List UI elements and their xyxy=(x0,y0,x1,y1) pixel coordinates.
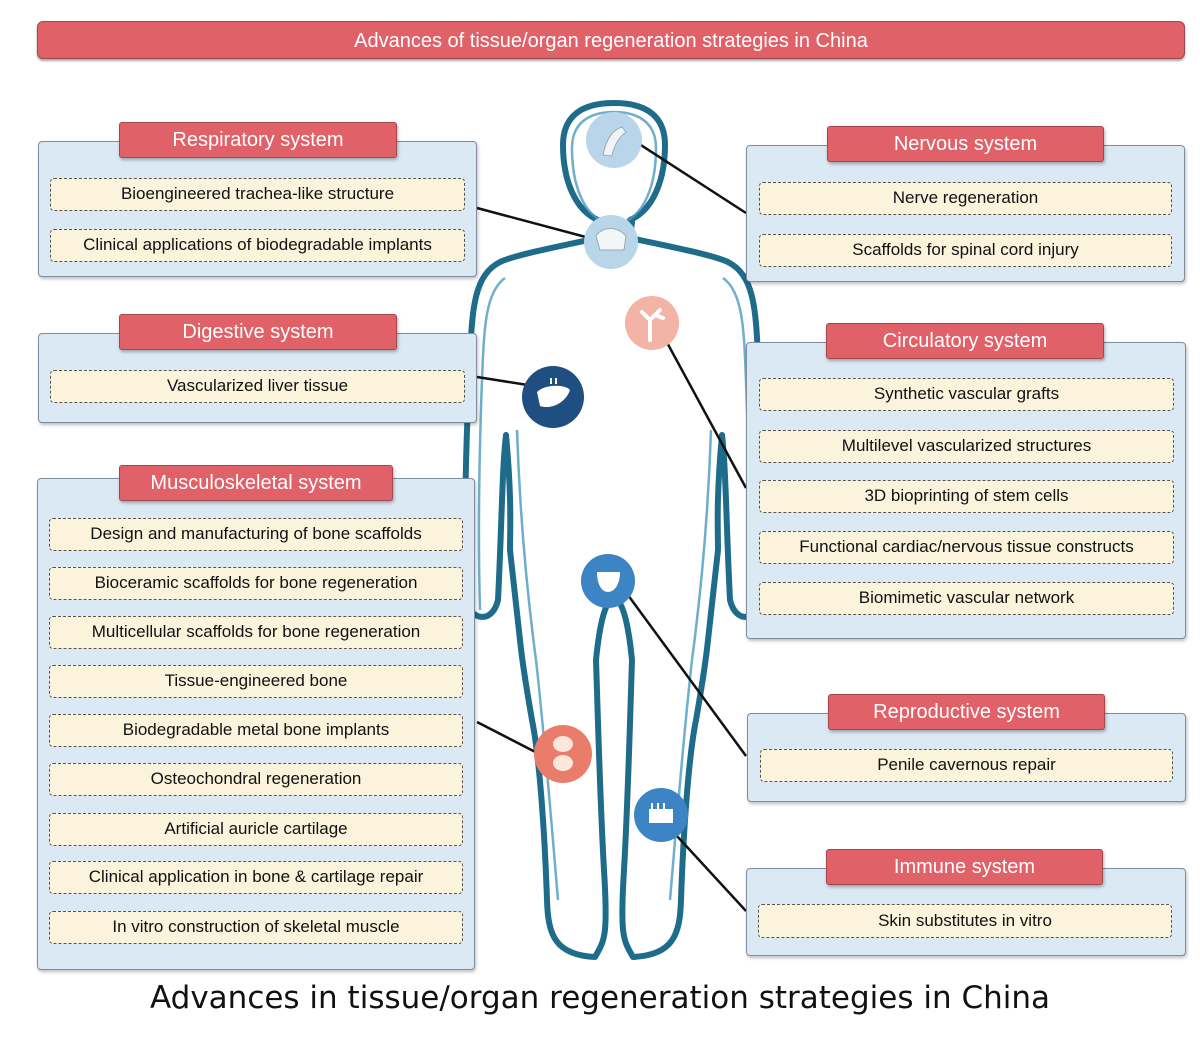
liver-icon xyxy=(522,366,584,428)
musculoskeletal-item: Artificial auricle cartilage xyxy=(49,813,463,846)
reproductive-header: Reproductive system xyxy=(828,694,1105,730)
reproductive-item: Penile cavernous repair xyxy=(760,749,1173,782)
circulatory-item: Multilevel vascularized structures xyxy=(759,430,1174,463)
brain-icon xyxy=(586,112,642,168)
respiratory-item: Bioengineered trachea-like structure xyxy=(50,178,465,211)
musculoskeletal-item: Clinical application in bone & cartilage… xyxy=(49,861,463,894)
musculoskeletal-item: In vitro construction of skeletal muscle xyxy=(49,911,463,944)
vessel-icon xyxy=(625,296,679,350)
nervous-header: Nervous system xyxy=(827,126,1104,162)
respiratory-header: Respiratory system xyxy=(119,122,397,158)
trachea-icon xyxy=(584,215,638,269)
musculoskeletal-item: Osteochondral regeneration xyxy=(49,763,463,796)
circulatory-item: Biomimetic vascular network xyxy=(759,582,1174,615)
circulatory-item: 3D bioprinting of stem cells xyxy=(759,480,1174,513)
musculoskeletal-item: Multicellular scaffolds for bone regener… xyxy=(49,616,463,649)
circulatory-header: Circulatory system xyxy=(826,323,1104,359)
title-banner: Advances of tissue/organ regeneration st… xyxy=(37,21,1185,59)
skin-icon xyxy=(634,788,688,842)
respiratory-item: Clinical applications of biodegradable i… xyxy=(50,229,465,262)
knee-joint-icon xyxy=(534,725,592,783)
musculoskeletal-item: Biodegradable metal bone implants xyxy=(49,714,463,747)
figure-caption: Advances in tissue/organ regeneration st… xyxy=(149,980,1051,1016)
bladder-icon xyxy=(581,554,635,608)
circulatory-item: Functional cardiac/nervous tissue constr… xyxy=(759,531,1174,564)
musculoskeletal-header: Musculoskeletal system xyxy=(119,465,393,501)
musculoskeletal-item: Bioceramic scaffolds for bone regenerati… xyxy=(49,567,463,600)
immune-header: Immune system xyxy=(826,849,1103,885)
nervous-item: Nerve regeneration xyxy=(759,182,1172,215)
digestive-header: Digestive system xyxy=(119,314,397,350)
digestive-item: Vascularized liver tissue xyxy=(50,370,465,403)
musculoskeletal-item: Design and manufacturing of bone scaffol… xyxy=(49,518,463,551)
musculoskeletal-item: Tissue-engineered bone xyxy=(49,665,463,698)
nervous-item: Scaffolds for spinal cord injury xyxy=(759,234,1172,267)
immune-item: Skin substitutes in vitro xyxy=(758,904,1172,938)
circulatory-item: Synthetic vascular grafts xyxy=(759,378,1174,411)
